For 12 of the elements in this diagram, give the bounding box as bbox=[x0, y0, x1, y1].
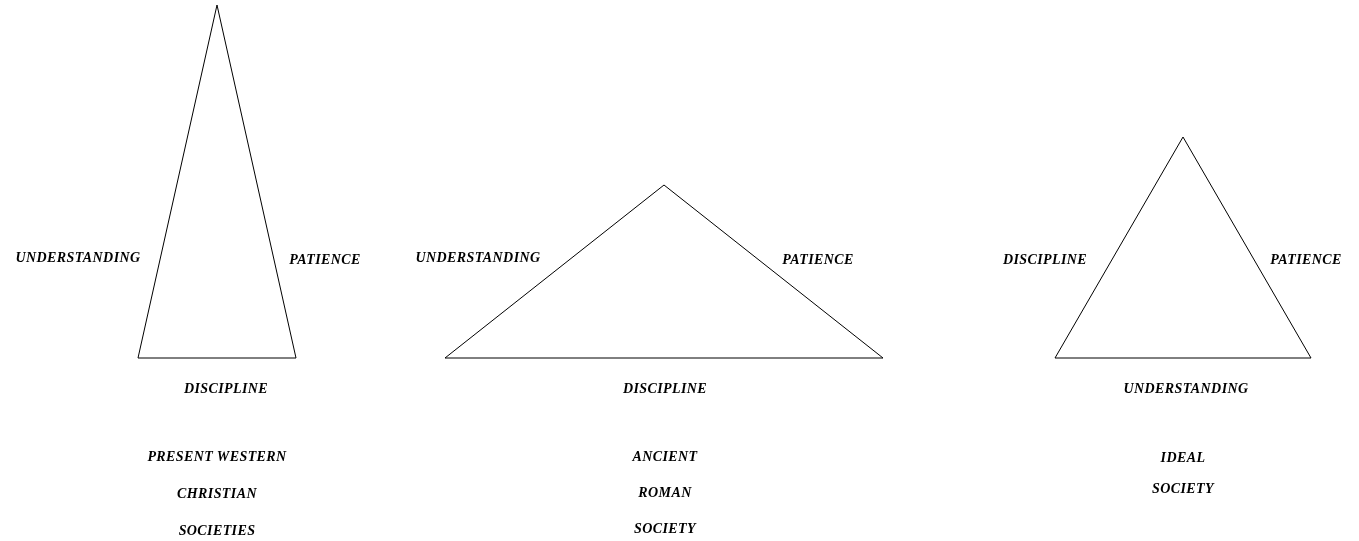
society-caption: PRESENT WESTERN CHRISTIAN SOCIETIES bbox=[146, 448, 288, 540]
side-label: DISCIPLINE bbox=[1002, 252, 1088, 268]
side-label: UNDERSTANDING bbox=[415, 250, 541, 266]
side-label: PATIENCE bbox=[289, 252, 361, 268]
side-label: PATIENCE bbox=[1270, 252, 1342, 268]
side-label: DISCIPLINE bbox=[183, 381, 269, 397]
side-label: PATIENCE bbox=[782, 252, 854, 268]
side-label: DISCIPLINE bbox=[622, 381, 708, 397]
side-label: UNDERSTANDING bbox=[15, 250, 141, 266]
society-caption: IDEAL SOCIETY bbox=[1151, 449, 1216, 498]
side-label: UNDERSTANDING bbox=[1123, 381, 1249, 397]
society-caption: ANCIENT ROMAN SOCIETY bbox=[631, 448, 699, 538]
